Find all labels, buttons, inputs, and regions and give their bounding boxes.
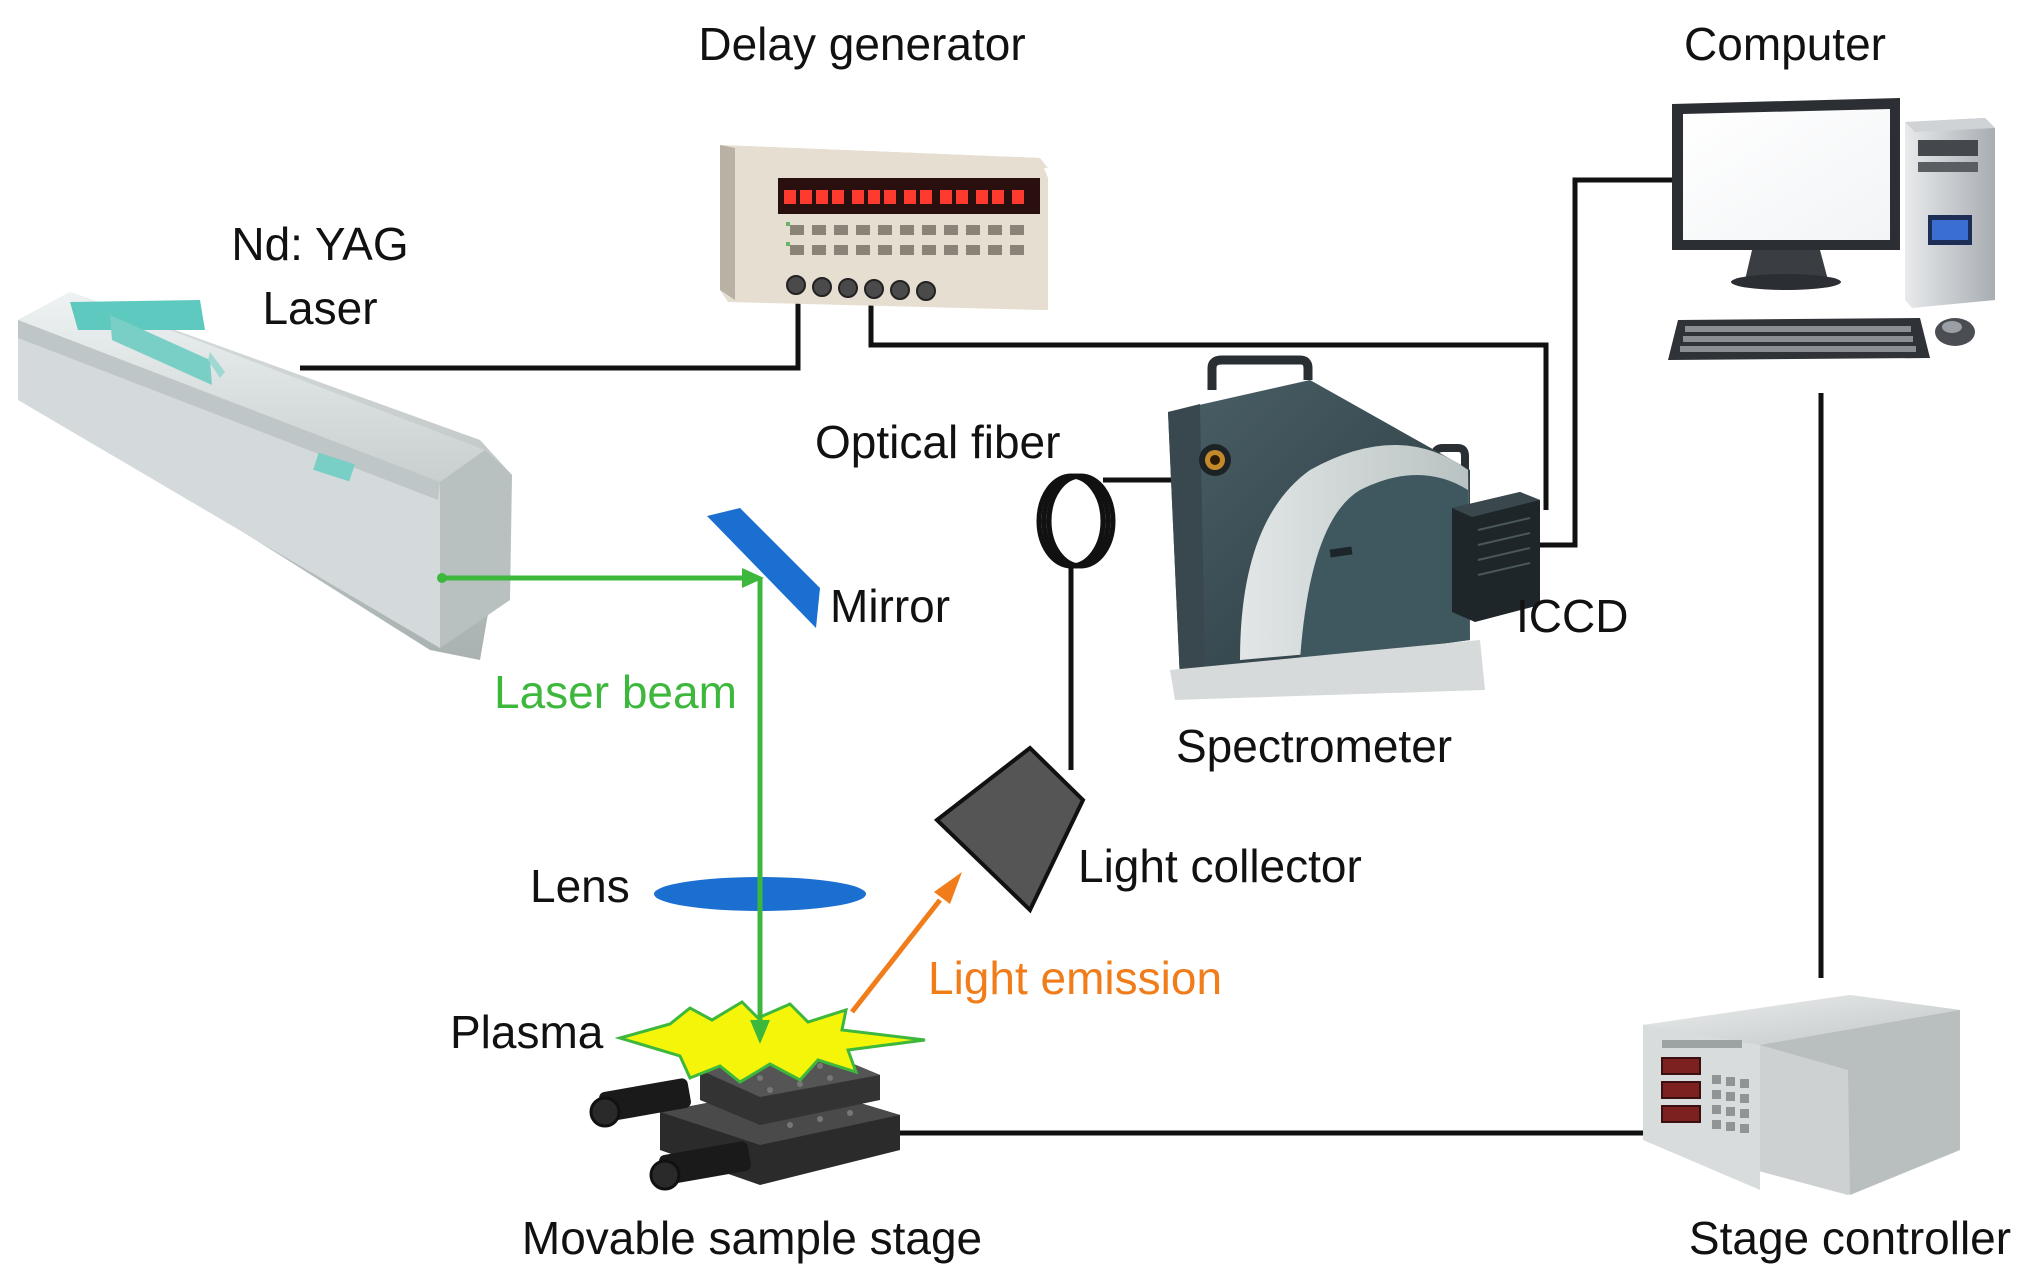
laser-aperture xyxy=(437,573,447,583)
stage-controller xyxy=(1643,995,1960,1195)
label-lens: Lens xyxy=(530,860,630,912)
label-mirror: Mirror xyxy=(830,580,950,632)
label-laser-beam: Laser beam xyxy=(494,666,737,718)
label-stage-controller: Stage controller xyxy=(1689,1212,2011,1264)
iccd-camera xyxy=(1452,492,1540,622)
label-movable-stage: Movable sample stage xyxy=(522,1212,982,1264)
wire-laser-to-delay xyxy=(300,300,801,371)
label-spectrometer: Spectrometer xyxy=(1176,720,1452,772)
delay-generator xyxy=(720,145,1048,310)
label-light-emission: Light emission xyxy=(928,952,1222,1004)
spectrometer xyxy=(1168,355,1485,700)
label-light-collector: Light collector xyxy=(1078,840,1362,892)
light-emission-arrow xyxy=(850,872,962,1014)
connection-wires xyxy=(300,177,1824,1136)
nd-yag-laser xyxy=(18,292,512,660)
label-computer: Computer xyxy=(1684,18,1886,70)
label-laser-line1: Nd: YAG xyxy=(231,218,408,270)
laser-beam-arrowhead-sample xyxy=(750,1020,770,1044)
mirror xyxy=(707,508,820,628)
wire-delay-to-iccd xyxy=(868,300,1549,510)
label-plasma: Plasma xyxy=(450,1006,604,1058)
light-collector xyxy=(933,745,1086,914)
laser-beam-arrowhead-mirror xyxy=(742,568,764,588)
label-delay-generator: Delay generator xyxy=(698,18,1025,70)
wire-iccd-to-computer xyxy=(1540,177,1672,548)
optical-fiber-coil xyxy=(1036,473,1116,569)
label-iccd: ICCD xyxy=(1516,590,1628,642)
plasma-burst xyxy=(614,1000,926,1084)
laser-beam xyxy=(440,573,763,1038)
label-optical-fiber: Optical fiber xyxy=(815,416,1060,468)
computer xyxy=(1668,98,1995,360)
label-laser-line2: Laser xyxy=(262,282,377,334)
